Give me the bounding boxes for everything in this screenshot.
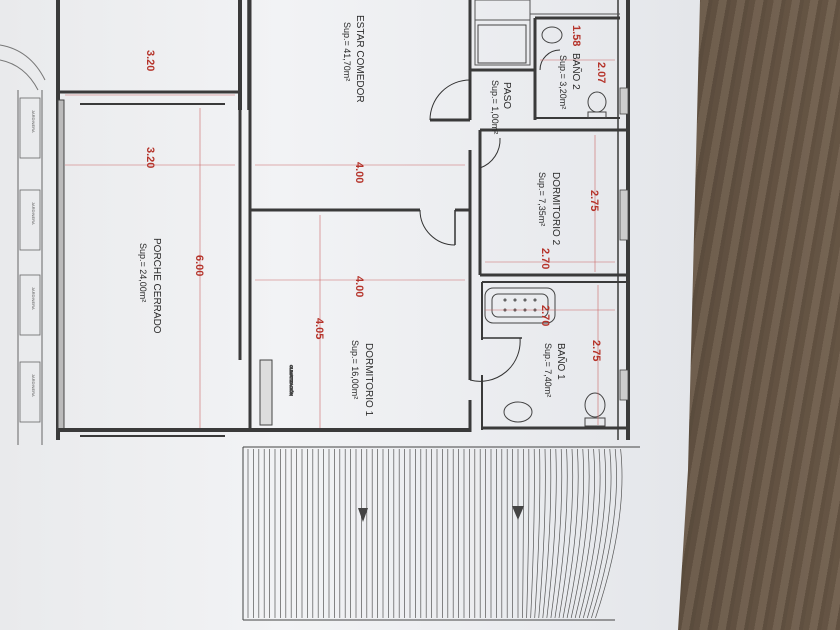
ramp-line bbox=[595, 448, 623, 619]
room-estar-name: ESTAR COMEDOR bbox=[354, 15, 365, 103]
room-dorm2-name: DORMITORIO 2 bbox=[550, 172, 561, 246]
doors bbox=[419, 49, 561, 382]
dim-porche-mid: 3.20 bbox=[144, 147, 156, 168]
ramp-line bbox=[591, 448, 617, 619]
ramp-line bbox=[578, 448, 601, 619]
dim-porche-top: 3.20 bbox=[144, 50, 156, 71]
jardinera-label: JARDINERA bbox=[31, 374, 36, 397]
dimension-lines bbox=[65, 59, 615, 428]
ramp-hatching bbox=[247, 448, 623, 619]
room-bano1-name: BAÑO 1 bbox=[555, 343, 568, 380]
ramp-line bbox=[550, 448, 563, 619]
room-bano2-name: BAÑO 2 bbox=[570, 53, 583, 90]
dim-bano1-len: 2.75 bbox=[590, 340, 602, 361]
arrow-down-icon bbox=[512, 506, 524, 520]
ramp-line bbox=[558, 448, 574, 619]
ramp-line bbox=[534, 448, 541, 619]
room-labels: ESTAR COMEDOR Sup.= 41,70m² PORCHE CERRA… bbox=[138, 15, 583, 417]
ramp-line bbox=[546, 448, 557, 619]
dim-bano2-len: 2.07 bbox=[595, 62, 607, 83]
garden-strip: JARDINERA JARDINERA JARDINERA JARDINERA bbox=[0, 44, 46, 445]
room-paso-area: Sup.= 1,00m² bbox=[490, 80, 500, 134]
ramp-line bbox=[570, 448, 590, 619]
room-bano2-area: Sup.= 3,20m² bbox=[558, 55, 568, 109]
toilet-icon bbox=[584, 392, 606, 418]
ramp-line bbox=[522, 448, 524, 619]
toilet-icon bbox=[587, 91, 607, 113]
ramp-line bbox=[587, 448, 612, 619]
room-bano1-area: Sup.= 7,40m² bbox=[543, 343, 553, 397]
dim-dorm1-width: 4.00 bbox=[353, 276, 365, 297]
dimension-labels: 3.20 3.20 6.00 4.00 4.00 4.05 2.75 2.70 … bbox=[144, 25, 607, 361]
room-porche-area: Sup.= 24,00m² bbox=[138, 243, 148, 302]
room-estar-area: Sup.= 41,70m² bbox=[342, 22, 352, 81]
dim-bano2-width: 1.58 bbox=[570, 25, 582, 46]
ramp-line bbox=[526, 448, 530, 619]
jardinera-box bbox=[19, 189, 41, 251]
room-dorm1-name: DORMITORIO 1 bbox=[363, 343, 374, 417]
jardinera-box bbox=[19, 97, 41, 159]
sink-icon bbox=[503, 401, 533, 423]
fixtures: CLIMATIZACIÓN bbox=[259, 24, 607, 427]
jardinera-box bbox=[19, 274, 41, 336]
climatizacion-label: CLIMATIZACIÓN bbox=[289, 365, 294, 396]
dim-bano1-width: 2.70 bbox=[539, 305, 551, 326]
dim-estar-width: 4.00 bbox=[353, 162, 365, 183]
jardinera-label: JARDINERA bbox=[31, 287, 36, 310]
walls bbox=[56, 0, 630, 440]
ramp-line bbox=[538, 448, 546, 619]
ramp-line bbox=[542, 448, 552, 619]
jardinera-label: JARDINERA bbox=[31, 110, 36, 133]
dim-porche-len: 6.00 bbox=[193, 255, 205, 276]
ramp-line bbox=[554, 448, 568, 619]
kitchen-appliance-icon bbox=[477, 24, 527, 64]
dim-dorm1-len: 4.05 bbox=[313, 318, 325, 339]
ramp-line bbox=[562, 448, 579, 619]
room-porche-name: PORCHE CERRADO bbox=[151, 238, 162, 334]
room-dorm2-area: Sup.= 7,35m² bbox=[537, 172, 547, 226]
ramp-line bbox=[582, 448, 606, 619]
jardinera-label: JARDINERA bbox=[31, 202, 36, 225]
dim-dorm2-len: 2.75 bbox=[588, 190, 600, 211]
room-paso-name: PASO bbox=[501, 82, 512, 109]
sink-icon bbox=[541, 26, 563, 44]
climatizacion-unit-icon bbox=[259, 359, 273, 426]
ramp-line bbox=[574, 448, 595, 619]
ramp-line bbox=[530, 448, 535, 619]
dim-dorm2-width: 2.70 bbox=[539, 248, 551, 269]
room-dorm1-area: Sup.= 16,00m² bbox=[350, 340, 360, 399]
windows bbox=[619, 87, 629, 401]
arrow-down-icon bbox=[358, 508, 368, 522]
jardinera-box bbox=[19, 361, 41, 423]
ramp-line bbox=[566, 448, 585, 619]
bathtub-icon bbox=[484, 287, 556, 324]
